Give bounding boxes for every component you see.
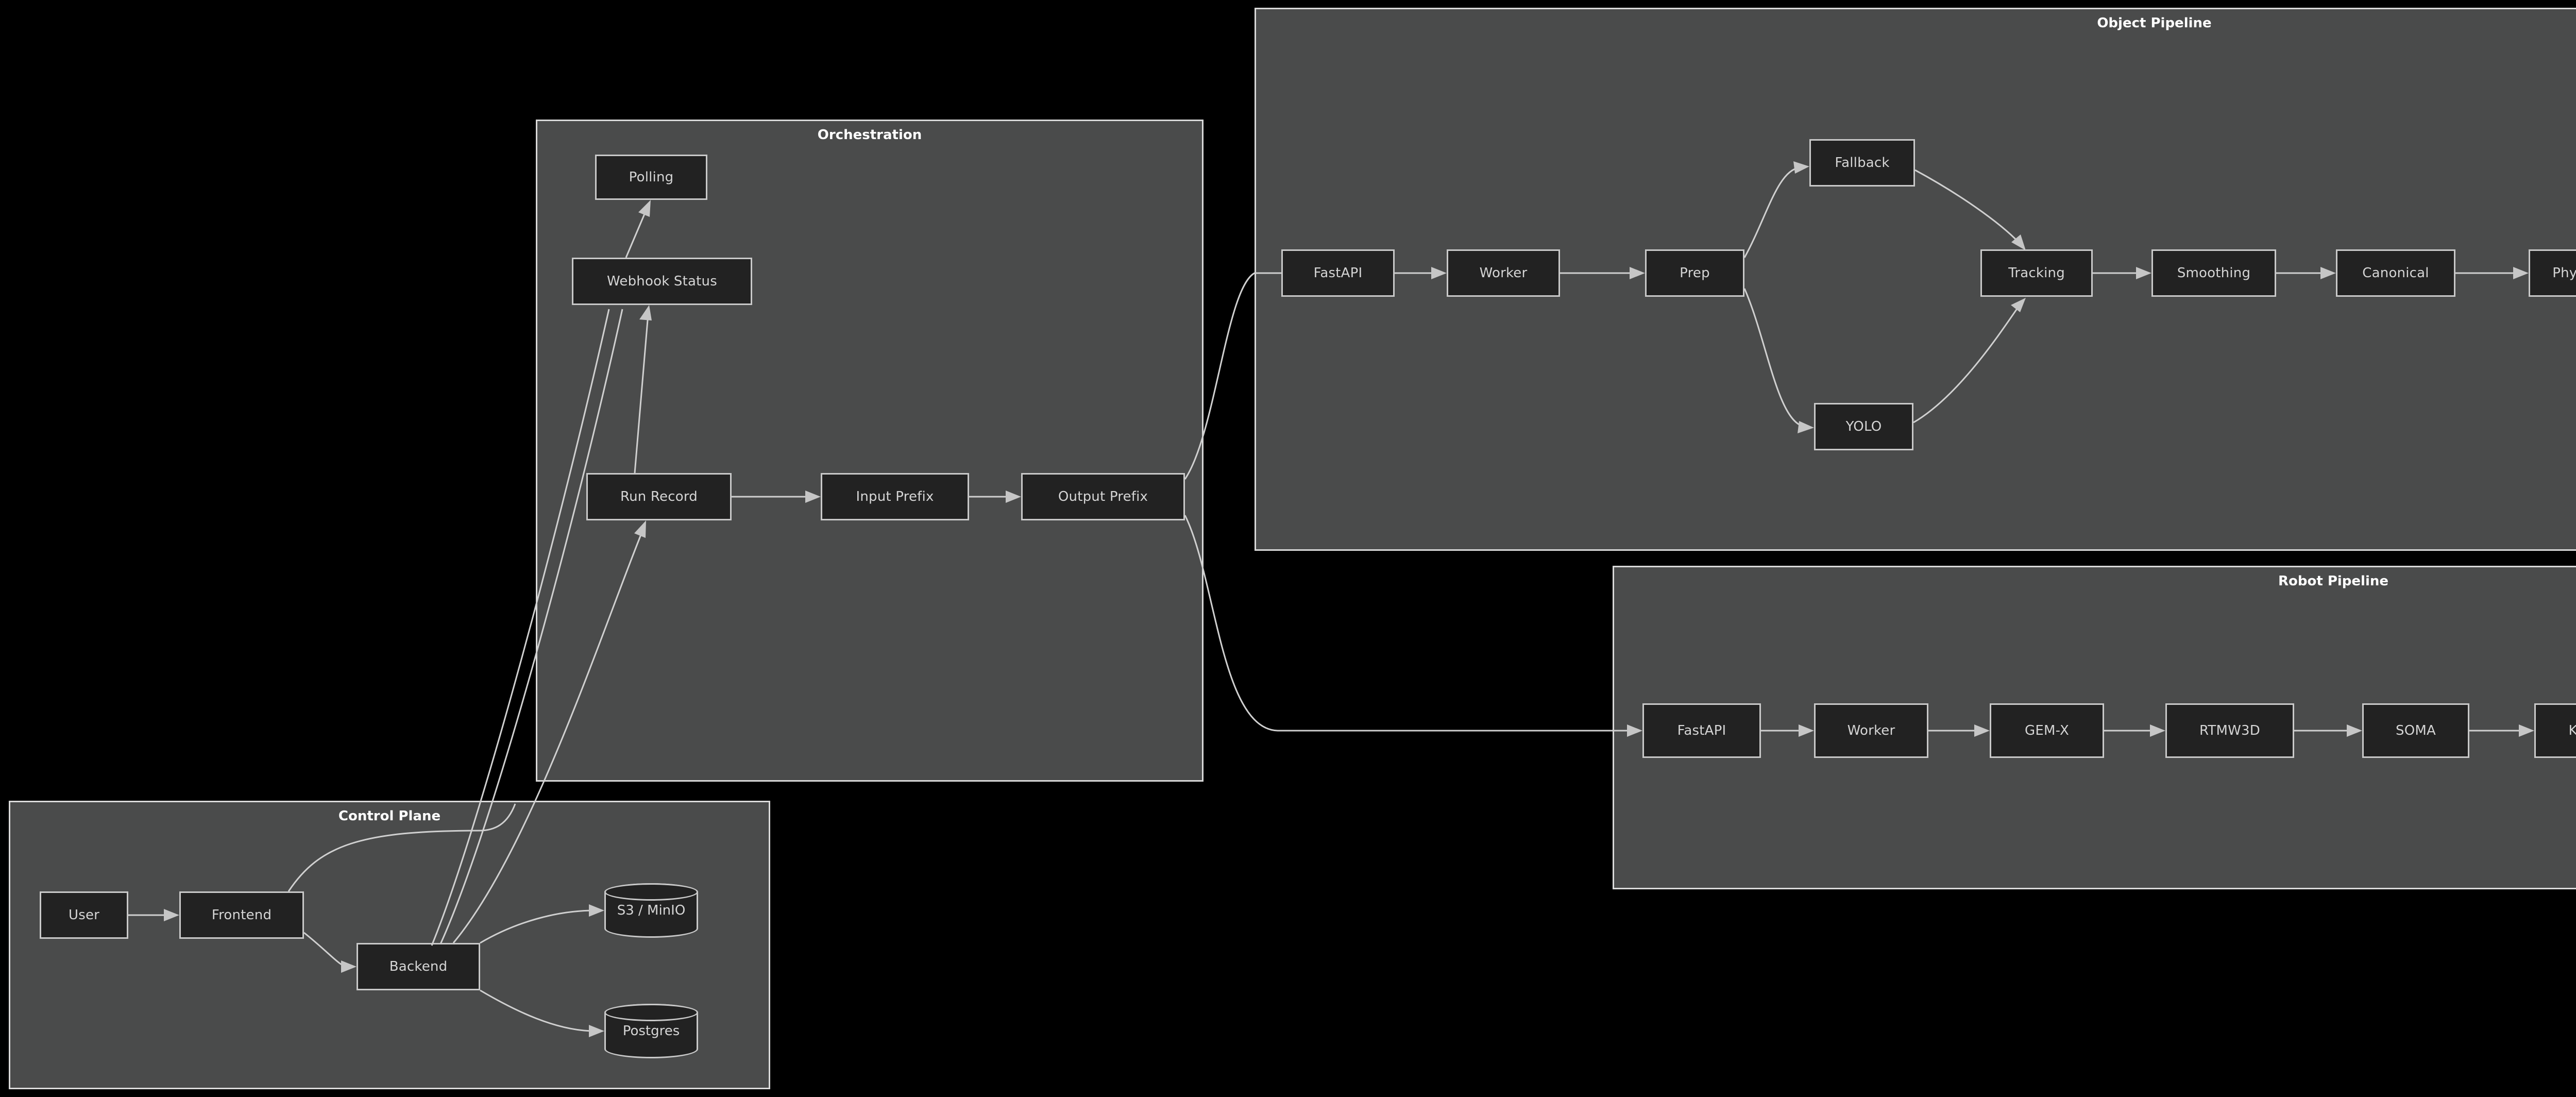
node-rob-fastapi[interactable]: FastAPI [1642, 703, 1761, 758]
node-polling-label: Polling [629, 170, 674, 185]
node-webhook-status-label: Webhook Status [607, 274, 717, 289]
node-user-label: User [68, 907, 100, 923]
node-rob-kimodo[interactable]: Kimodo [2534, 703, 2576, 758]
node-rob-fastapi-label: FastAPI [1677, 723, 1726, 738]
node-postgres-label: Postgres [622, 1023, 680, 1039]
node-webhook-status[interactable]: Webhook Status [572, 258, 752, 305]
node-output-prefix-label: Output Prefix [1058, 489, 1148, 504]
node-obj-canonical[interactable]: Canonical [2336, 249, 2455, 297]
node-rob-kimodo-label: Kimodo [2568, 723, 2576, 738]
node-run-record-label: Run Record [620, 489, 698, 504]
node-obj-yolo-label: YOLO [1845, 419, 1882, 434]
cluster-robot-pipeline-title: Robot Pipeline [2278, 573, 2389, 589]
node-obj-yolo[interactable]: YOLO [1814, 403, 1913, 450]
node-rob-worker[interactable]: Worker [1814, 703, 1928, 758]
node-user[interactable]: User [40, 891, 128, 939]
node-input-prefix-label: Input Prefix [856, 489, 934, 504]
node-postgres[interactable]: Postgres [604, 1004, 698, 1058]
node-s3-minio-label: S3 / MinIO [617, 903, 686, 918]
cluster-orchestration: Orchestration [536, 120, 1204, 782]
node-obj-prep-label: Prep [1680, 265, 1710, 281]
node-obj-physics-label: Physics [2552, 265, 2576, 281]
node-rob-rtmw3d-label: RTMW3D [2199, 723, 2260, 738]
node-polling[interactable]: Polling [595, 155, 707, 200]
node-rob-rtmw3d[interactable]: RTMW3D [2165, 703, 2294, 758]
node-obj-worker[interactable]: Worker [1447, 249, 1560, 297]
cluster-control-plane-title: Control Plane [338, 808, 441, 824]
node-obj-worker-label: Worker [1479, 265, 1528, 281]
node-obj-fallback-label: Fallback [1835, 155, 1890, 171]
node-obj-smoothing[interactable]: Smoothing [2151, 249, 2276, 297]
node-rob-soma-label: SOMA [2396, 723, 2436, 738]
node-obj-smoothing-label: Smoothing [2177, 265, 2251, 281]
node-obj-tracking-label: Tracking [2008, 265, 2065, 281]
node-frontend-label: Frontend [211, 907, 272, 923]
node-obj-fallback[interactable]: Fallback [1809, 139, 1915, 187]
node-run-record[interactable]: Run Record [586, 473, 732, 520]
node-rob-gemx-label: GEM-X [2025, 723, 2069, 738]
node-frontend[interactable]: Frontend [179, 891, 304, 939]
node-obj-physics[interactable]: Physics [2529, 249, 2576, 297]
node-obj-fastapi-label: FastAPI [1313, 265, 1363, 281]
node-obj-tracking[interactable]: Tracking [1980, 249, 2093, 297]
node-rob-soma[interactable]: SOMA [2362, 703, 2469, 758]
cluster-object-pipeline-title: Object Pipeline [2097, 15, 2212, 31]
node-s3-minio[interactable]: S3 / MinIO [604, 883, 698, 938]
node-backend-label: Backend [389, 959, 448, 974]
cluster-orchestration-title: Orchestration [817, 127, 922, 143]
node-obj-fastapi[interactable]: FastAPI [1281, 249, 1395, 297]
node-rob-worker-label: Worker [1847, 723, 1895, 738]
node-backend[interactable]: Backend [357, 943, 480, 990]
node-output-prefix[interactable]: Output Prefix [1021, 473, 1185, 520]
node-obj-canonical-label: Canonical [2362, 265, 2429, 281]
node-rob-gemx[interactable]: GEM-X [1990, 703, 2104, 758]
node-input-prefix[interactable]: Input Prefix [821, 473, 969, 520]
node-obj-prep[interactable]: Prep [1645, 249, 1744, 297]
